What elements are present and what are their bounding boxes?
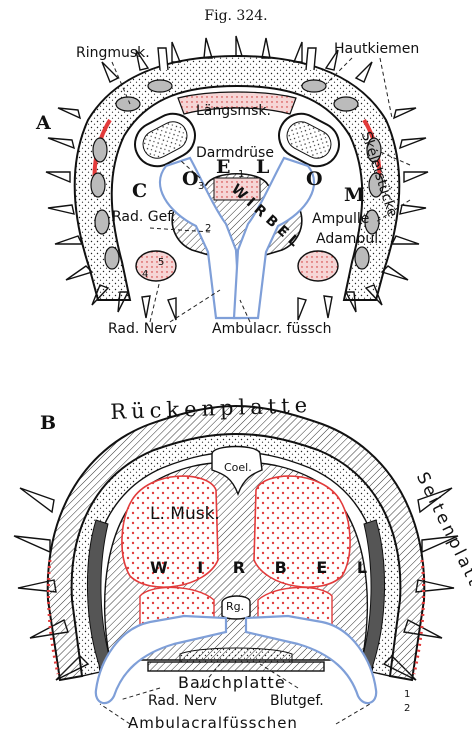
label-num-2: 2 (205, 224, 211, 234)
label-num-1: 1 (238, 170, 244, 180)
label-ambulacr: Ambulacr. füssch (212, 322, 331, 336)
panel-a-adambulacral-right (298, 251, 338, 281)
panel-b-letter: B (40, 414, 56, 433)
label-m: M (344, 186, 365, 205)
label-rg: Rg. (226, 601, 244, 612)
label-wirbel-b: W I R B E L (150, 560, 379, 576)
label-o1: O (182, 170, 199, 189)
label-rad-nerv-b: Rad. Nerv (148, 694, 217, 708)
label-num-b2: 2 (404, 704, 410, 714)
label-num-5: 5 (158, 258, 164, 268)
label-rad-nerv-a: Rad. Nerv (108, 322, 177, 336)
label-hautkiemen: Hautkiemen (334, 42, 419, 56)
label-ringmusk: Ringmusk. (76, 46, 150, 60)
label-adambul: Adambul. (316, 232, 383, 246)
label-num-3: 3 (198, 182, 204, 192)
label-c: C (132, 182, 147, 201)
label-l: L (256, 158, 269, 177)
label-blutgef: Blutgef. (270, 694, 324, 708)
label-ampulle: Ampulle (312, 212, 369, 226)
label-ambulacralfuesschen: Ambulacralfüsschen (128, 716, 298, 731)
panel-a-skin-gill-right (306, 48, 316, 70)
label-coel: Coel. (224, 462, 252, 473)
panel-a-skin-gill-left (158, 48, 168, 70)
label-e: E (216, 158, 230, 177)
panel-b-ventral-plate (148, 662, 324, 671)
label-rad-gef: Rad. Gef. (112, 210, 176, 224)
label-num-b1: 1 (404, 690, 410, 700)
label-bauchplatte: Bauchplatte (178, 675, 286, 691)
panel-a-letter: A (36, 114, 51, 133)
label-num-4: 4 (142, 270, 148, 280)
label-l-musk: L. Musk. (150, 506, 220, 523)
label-laengsmsk: Längsmsk. (196, 104, 271, 118)
label-o2: O (306, 170, 323, 189)
